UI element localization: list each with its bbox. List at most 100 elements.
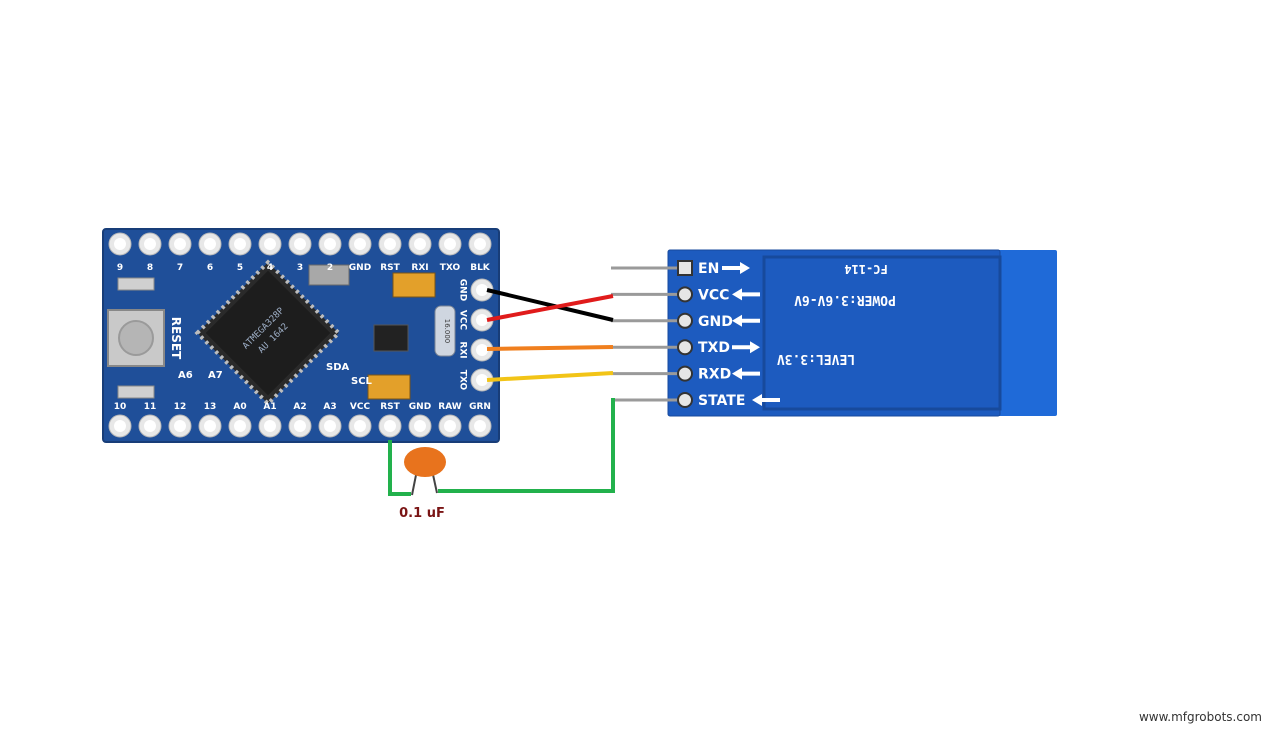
side-pin-label: RXI [458,341,468,358]
bottom-pin-label: A2 [293,402,306,412]
top-pin-label: 2 [327,263,333,273]
bt-pin-pad [677,312,693,329]
reset-button [107,309,165,367]
bottom-pin-pad-hole [264,420,276,432]
top-pin-pad-hole [414,238,426,250]
bottom-pin-label: 12 [174,402,187,412]
top-pin-pad-hole [204,238,216,250]
bottom-pin-pad-hole [144,420,156,432]
top-pin-label: 4 [267,263,273,273]
led-component [117,385,155,399]
bottom-pin-label: 11 [144,402,157,412]
bottom-pin-pad-hole [174,420,186,432]
arduino-pins: 9 8 7 6 5 4 3 2 GND RST RXI TXO BLK 10 11 12 13 A0 A1 A2 A3 V… [108,232,494,438]
tantalum-capacitor-top [392,272,436,298]
resistor-component [117,277,155,291]
bt-pin-pad [677,339,693,356]
voltage-regulator [373,324,409,352]
bt-pin-label: STATE [698,393,745,409]
top-pin-label: GND [349,263,371,273]
wire-txo-yellow [486,371,614,382]
bottom-pin-pad-hole [204,420,216,432]
bottom-pin-label: RST [380,402,400,412]
watermark: www.mfgrobots.com [1138,710,1262,724]
bt-pin-arrow-icon [732,314,760,327]
bottom-pin-pad-hole [474,420,486,432]
top-pin-label: 6 [207,263,213,273]
wire-rst-green [388,440,411,496]
wire-state-green [438,398,615,493]
top-pin-pad-hole [354,238,366,250]
bluetooth-antenna [995,250,1057,416]
wires [388,288,615,496]
ceramic-capacitor: 0.1 uF [399,447,446,521]
bottom-pin-label: GRN [469,402,491,412]
top-pin-pad-hole [294,238,306,250]
side-pin-pad-hole [476,284,488,296]
side-pin-pad-hole [476,344,488,356]
top-pin-pad-hole [114,238,126,250]
top-pin-label: RXI [411,263,428,273]
bt-pin-pad [677,260,693,276]
top-pin-label: 8 [147,263,153,273]
top-pin-pad-hole [174,238,186,250]
bt-pin-arrow-icon [732,288,760,301]
oscillator [434,305,456,357]
bottom-pin-pad-hole [354,420,366,432]
bt-pin-label: EN [698,261,719,277]
side-pin-label: TXO [458,370,468,391]
top-pin-label: 9 [117,263,123,273]
bottom-pin-label: 13 [204,402,217,412]
top-pin-label: 3 [297,263,303,273]
capacitor-body [404,447,446,477]
bluetooth-trace-outline [762,255,1002,411]
a6-label: A6 [178,370,193,381]
top-pin-pad-hole [384,238,396,250]
top-pin-label: 7 [177,263,183,273]
side-pin-pad-hole [476,314,488,326]
bottom-pin-pad-hole [324,420,336,432]
bottom-pin-pad-hole [234,420,246,432]
bottom-pin-label: 10 [114,402,127,412]
bt-pin-arrow-icon [732,341,760,354]
tantalum-capacitor-bottom [367,374,411,400]
bluetooth-power: POWER:3.6V-6V [794,292,896,307]
bottom-pin-label: A1 [263,402,276,412]
arduino-pro-mini: ATMEGA328P AU 1642 16.000 RESET A7 A6 SD… [102,228,500,443]
bt-pin-arrow-icon [732,367,760,380]
side-pin-label: VCC [458,310,468,331]
reset-label: RESET [169,317,183,360]
bottom-pin-label: A3 [323,402,336,412]
bt-pin-label: VCC [698,287,729,303]
bottom-pin-label: A0 [233,402,246,412]
top-pin-pad-hole [474,238,486,250]
bt-pin-label: RXD [698,367,731,383]
bt-pin-pad [677,286,693,303]
bt-pin-pad [677,392,693,408]
top-pin-pad-hole [444,238,456,250]
bt-pin-pad [677,365,693,382]
top-pin-label: 5 [237,263,243,273]
side-pin-pad-hole [476,374,488,386]
top-pin-label: BLK [470,263,491,273]
bottom-pin-pad-hole [414,420,426,432]
bt-pin-label: GND [698,314,733,330]
a7-label: A7 [208,370,223,381]
top-pin-pad-hole [324,238,336,250]
top-pin-label: TXO [440,263,461,273]
bottom-pin-pad-hole [444,420,456,432]
bluetooth-model: FC-114 [844,262,887,276]
scl-label: SCL [351,376,373,387]
bluetooth-module: FC-114 POWER:3.6V-6V LEVEL:3.3V EN VCC GND… [611,249,1057,417]
wire-gnd-black [486,288,614,322]
wire-vcc-red [486,294,614,322]
capacitor-label: 0.1 uF [399,506,445,521]
bottom-pin-pad-hole [384,420,396,432]
bt-pin-arrow-icon [722,262,750,274]
top-pin-pad-hole [234,238,246,250]
bluetooth-level: LEVEL:3.3V [777,351,855,366]
sda-label: SDA [326,362,350,373]
top-pin-pad-hole [264,238,276,250]
